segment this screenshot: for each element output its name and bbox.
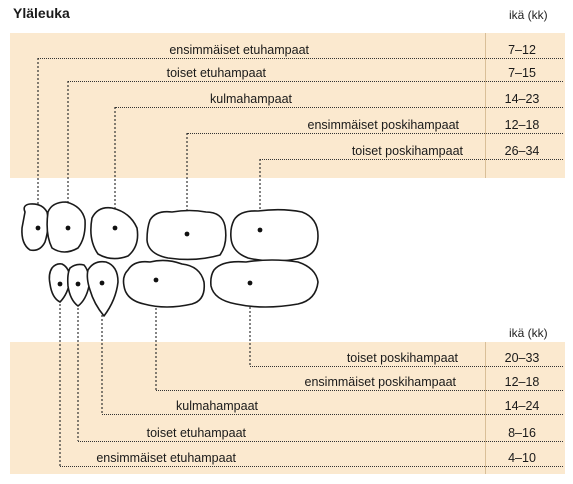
lower-tooth-second-molar — [211, 260, 318, 307]
lower-dot-2 — [154, 278, 159, 283]
upper-dot-1 — [36, 226, 41, 231]
upper-dot-2 — [66, 226, 71, 231]
lower-dot-1 — [248, 281, 253, 286]
lower-dot-3 — [100, 281, 105, 286]
lower-tooth-first-molar — [124, 260, 205, 307]
upper-tooth-second-molar — [231, 210, 318, 261]
upper-dot-3 — [113, 226, 118, 231]
upper-tooth-canine — [91, 208, 138, 259]
upper-tooth-central-incisor — [22, 204, 48, 250]
upper-dot-5 — [258, 228, 263, 233]
lower-tooth-canine — [87, 262, 118, 316]
lower-dot-4 — [76, 282, 81, 287]
upper-dot-4 — [185, 232, 190, 237]
lower-dot-5 — [58, 282, 63, 287]
